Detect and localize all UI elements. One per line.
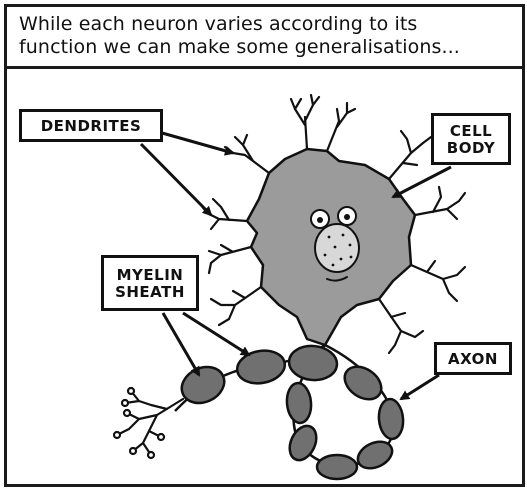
dendrites-arrow-lower	[141, 144, 211, 215]
myelin-arrow-right	[183, 313, 249, 355]
axon-label-text: AXON	[437, 351, 509, 368]
axon-terminals	[114, 388, 183, 458]
cell-body-label-line-1: CELL	[434, 123, 508, 140]
myelin-sheath-segments	[176, 344, 405, 479]
cell-body-label-line-2: BODY	[434, 140, 508, 157]
caption-box: While each neuron varies according to it…	[7, 7, 522, 69]
neuron-illustration: DENDRITES CELL BODY MYELIN SHEATH AXON	[7, 69, 522, 484]
dendrites-arrow-upper	[155, 131, 233, 153]
dendrites-label-text: DENDRITES	[22, 118, 160, 135]
myelin-label-line-1: MYELIN	[104, 267, 196, 284]
myelin-sheath-label: MYELIN SHEATH	[101, 255, 199, 311]
comic-panel: While each neuron varies according to it…	[4, 4, 525, 487]
myelin-label-line-2: SHEATH	[104, 284, 196, 301]
dendrites-label: DENDRITES	[19, 109, 163, 142]
axon-arrow	[401, 375, 439, 399]
cell-body-label: CELL BODY	[431, 113, 511, 165]
myelin-arrow-left	[163, 313, 199, 375]
caption-line-2: function we can make some generalisation…	[19, 36, 512, 59]
cell-body-arrow	[393, 167, 451, 197]
caption-line-1: While each neuron varies according to it…	[19, 13, 512, 36]
axon-label: AXON	[434, 342, 512, 375]
